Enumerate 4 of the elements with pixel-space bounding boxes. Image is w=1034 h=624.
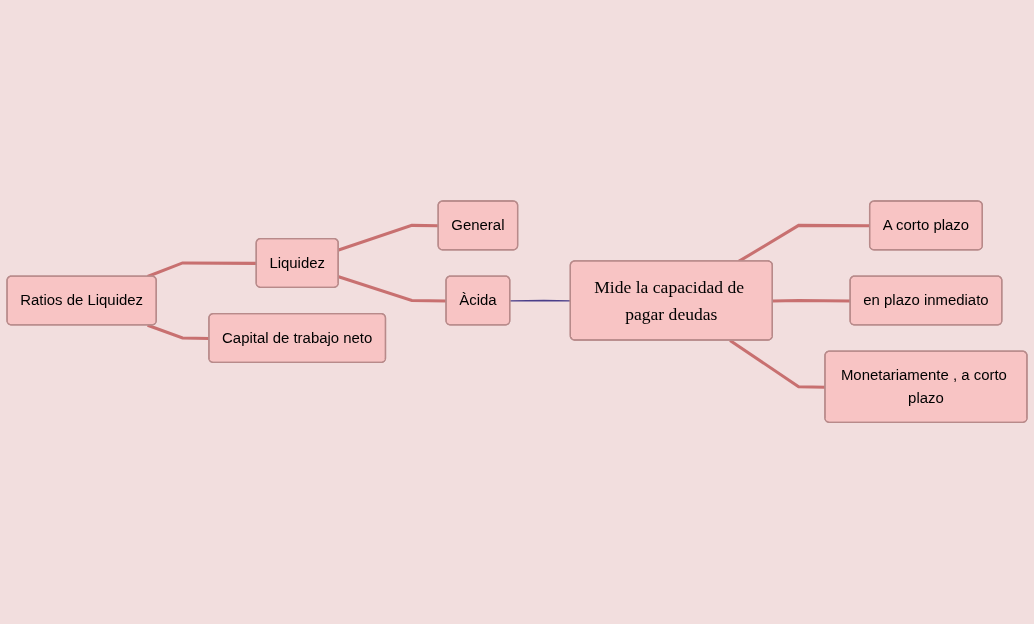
connector (772, 299, 851, 303)
connector (147, 261, 257, 279)
connector (338, 224, 439, 252)
connector (338, 275, 447, 303)
